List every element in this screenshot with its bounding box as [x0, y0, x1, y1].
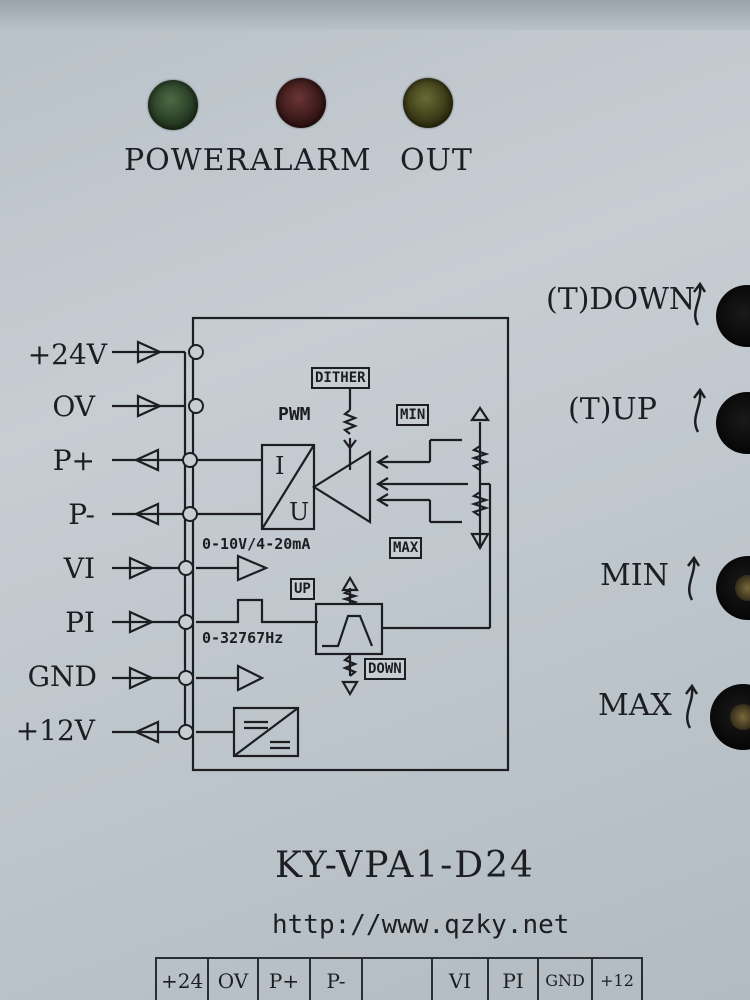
min-label: MIN — [600, 558, 669, 593]
schematic-border — [191, 316, 510, 772]
t-up-label: (T)UP — [568, 392, 657, 427]
converter-i-label: I — [275, 452, 285, 480]
terminal-label-0v: OV — [52, 390, 95, 423]
alarm-led-label: ALARM — [250, 143, 372, 178]
strip-cell-gnd: GND — [539, 957, 593, 1000]
terminal-strip: +24 OV P+ P- VI PI GND +12 — [155, 957, 643, 1000]
terminal-label-vi: VI — [63, 552, 95, 585]
t-down-label: (T)DOWN — [546, 282, 696, 317]
terminal-label-p-minus: P- — [68, 498, 95, 531]
power-led-label: POWER — [124, 143, 250, 178]
strip-cell-12: +12 — [593, 957, 643, 1000]
down-label: DOWN — [364, 658, 406, 680]
converter-u-label: U — [289, 498, 310, 526]
terminal-label-12v: +12V — [15, 714, 95, 747]
frequency-range-label: 0-32767Hz — [202, 629, 284, 647]
out-led-indicator — [403, 78, 453, 128]
diagram-min-label: MIN — [396, 404, 430, 426]
max-label: MAX — [598, 688, 672, 723]
strip-cell-empty — [363, 957, 433, 1000]
website-url: http://www.qzky.net — [272, 910, 570, 940]
terminal-label-p-plus: P+ — [52, 444, 95, 477]
strip-cell-0v: OV — [209, 957, 259, 1000]
strip-cell-p-minus: P- — [311, 957, 363, 1000]
strip-cell-p-plus: P+ — [259, 957, 311, 1000]
diagram-max-label: MAX — [389, 537, 423, 559]
strip-cell-pi: PI — [489, 957, 539, 1000]
output-range-label: 0-10V/4-20mA — [202, 535, 311, 553]
dither-label: DITHER — [311, 367, 370, 389]
up-label: UP — [290, 578, 315, 600]
panel-top-edge — [0, 0, 750, 30]
terminal-label-24v: +24V — [27, 338, 107, 371]
pwm-label: PWM — [278, 404, 311, 425]
strip-cell-24: +24 — [157, 957, 209, 1000]
model-number: KY-VPA1-D24 — [275, 845, 535, 886]
terminal-label-gnd: GND — [27, 660, 97, 693]
strip-cell-vi: VI — [433, 957, 489, 1000]
terminal-label-pi: PI — [65, 606, 95, 639]
power-led-indicator — [148, 80, 198, 130]
alarm-led-indicator — [276, 78, 326, 128]
out-led-label: OUT — [400, 143, 473, 178]
